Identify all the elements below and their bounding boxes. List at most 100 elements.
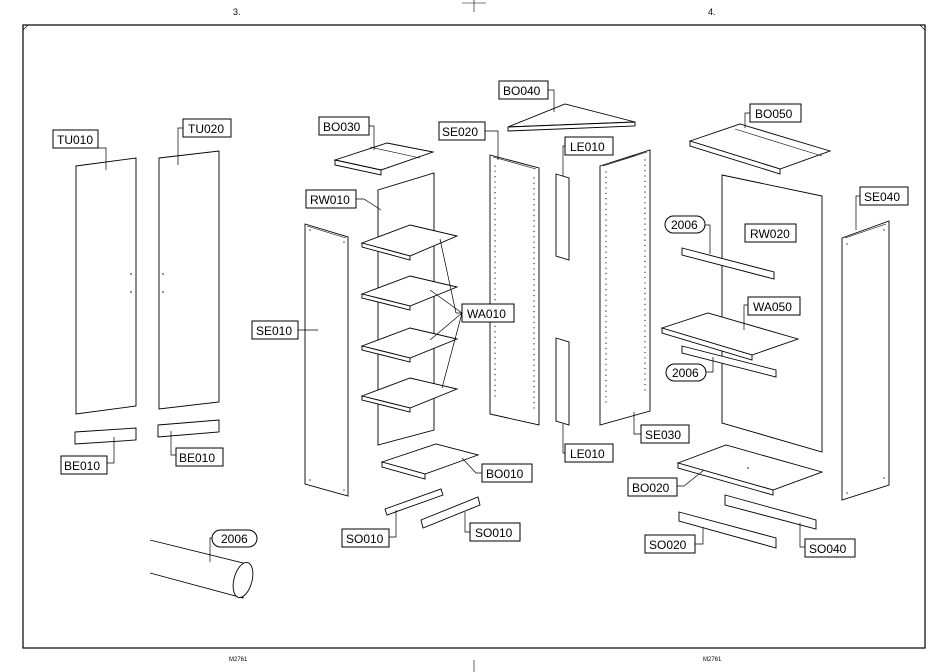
perforation-hole <box>533 306 534 307</box>
part-LE010-bottom <box>556 338 569 425</box>
perforation-hole <box>644 363 645 364</box>
perforation-hole <box>644 229 645 230</box>
perforation-hole <box>644 170 645 171</box>
perforation-hole <box>533 236 534 237</box>
label-SO020: SO020 <box>645 535 695 553</box>
perforation-hole <box>605 369 606 370</box>
label-BE010-left: BE010 <box>61 456 107 474</box>
perforation-hole <box>644 309 645 310</box>
label-SO040: SO040 <box>805 539 855 557</box>
perforation-hole <box>533 209 534 210</box>
perforation-hole <box>533 177 534 178</box>
perforation-hole <box>605 348 606 349</box>
perforation-hole <box>644 320 645 321</box>
svg-text:WA010: WA010 <box>467 307 506 321</box>
perforation-hole <box>494 331 495 332</box>
perforation-hole <box>533 327 534 328</box>
perforation-hole <box>605 177 606 178</box>
perforation-hole <box>605 375 606 376</box>
perforation-hole <box>605 391 606 392</box>
perforation-hole <box>605 198 606 199</box>
perforation-hole <box>494 336 495 337</box>
perforation-hole <box>605 262 606 263</box>
perforation-hole <box>494 267 495 268</box>
perforation-hole <box>533 199 534 200</box>
perforation-hole <box>644 218 645 219</box>
perforation-hole <box>644 389 645 390</box>
perforation-hole <box>605 353 606 354</box>
svg-text:SO040: SO040 <box>809 542 847 556</box>
perforation-hole <box>533 258 534 259</box>
perforation-hole <box>644 384 645 385</box>
perforation-hole <box>494 294 495 295</box>
perforation-hole <box>533 290 534 291</box>
perforation-hole <box>644 379 645 380</box>
label-BO010: BO010 <box>482 464 532 482</box>
part-SE020 <box>490 155 539 425</box>
svg-text:TU010: TU010 <box>57 133 93 147</box>
perforation-hole <box>494 299 495 300</box>
perforation-hole <box>644 234 645 235</box>
label-SO010-a: SO010 <box>342 529 389 547</box>
label-SE010: SE010 <box>252 321 298 339</box>
perforation-hole <box>605 342 606 343</box>
perforation-hole <box>533 316 534 317</box>
perforation-hole <box>644 325 645 326</box>
label-SE030: SE030 <box>641 425 689 443</box>
perforation-hole <box>605 316 606 317</box>
perforation-hole <box>605 230 606 231</box>
svg-text:BO020: BO020 <box>632 481 670 495</box>
perforation-hole <box>494 283 495 284</box>
perforation-hole <box>605 187 606 188</box>
svg-text:SE040: SE040 <box>864 190 900 204</box>
perforation-hole <box>494 256 495 257</box>
perforation-hole <box>644 223 645 224</box>
perforation-hole <box>533 391 534 392</box>
svg-text:BO030: BO030 <box>323 120 361 134</box>
perforation-hole <box>644 357 645 358</box>
part-BO010 <box>382 444 478 479</box>
part-BO050 <box>690 124 830 174</box>
svg-text:2006: 2006 <box>221 532 248 546</box>
perforation-hole <box>533 225 534 226</box>
part-BE010-right <box>158 420 219 437</box>
perforation-hole <box>494 342 495 343</box>
perforation-hole <box>533 295 534 296</box>
perforation-hole <box>533 370 534 371</box>
perforation-hole <box>533 381 534 382</box>
perforation-hole <box>494 379 495 380</box>
perforation-hole <box>644 250 645 251</box>
perforation-hole <box>533 402 534 403</box>
perforation-hole <box>533 354 534 355</box>
perforation-hole <box>533 343 534 344</box>
svg-text:SO020: SO020 <box>649 538 687 552</box>
perforation-hole <box>644 181 645 182</box>
perforation-hole <box>494 262 495 263</box>
perforation-hole <box>644 186 645 187</box>
perforation-hole <box>533 397 534 398</box>
perforation-hole <box>605 380 606 381</box>
perforation-hole <box>494 197 495 198</box>
label-LE010-top: LE010 <box>565 137 613 155</box>
perforation-hole <box>605 273 606 274</box>
perforation-hole <box>605 300 606 301</box>
svg-text:RW020: RW020 <box>750 227 790 241</box>
perforation-hole <box>494 203 495 204</box>
perforation-hole <box>494 192 495 193</box>
svg-text:WA050: WA050 <box>753 300 792 314</box>
perforation-hole <box>533 284 534 285</box>
svg-text:TU020: TU020 <box>188 122 224 136</box>
perforation-hole <box>644 330 645 331</box>
perforation-hole <box>605 321 606 322</box>
label-BO050: BO050 <box>750 104 801 122</box>
perforation-hole <box>533 338 534 339</box>
perforation-hole <box>533 263 534 264</box>
perforation-hole <box>644 277 645 278</box>
label-SO010-b: SO010 <box>470 523 520 541</box>
perforation-hole <box>494 358 495 359</box>
perforation-hole <box>494 181 495 182</box>
perforation-hole <box>494 165 495 166</box>
perforation-hole <box>644 347 645 348</box>
perforation-hole <box>533 193 534 194</box>
perforation-hole <box>605 241 606 242</box>
